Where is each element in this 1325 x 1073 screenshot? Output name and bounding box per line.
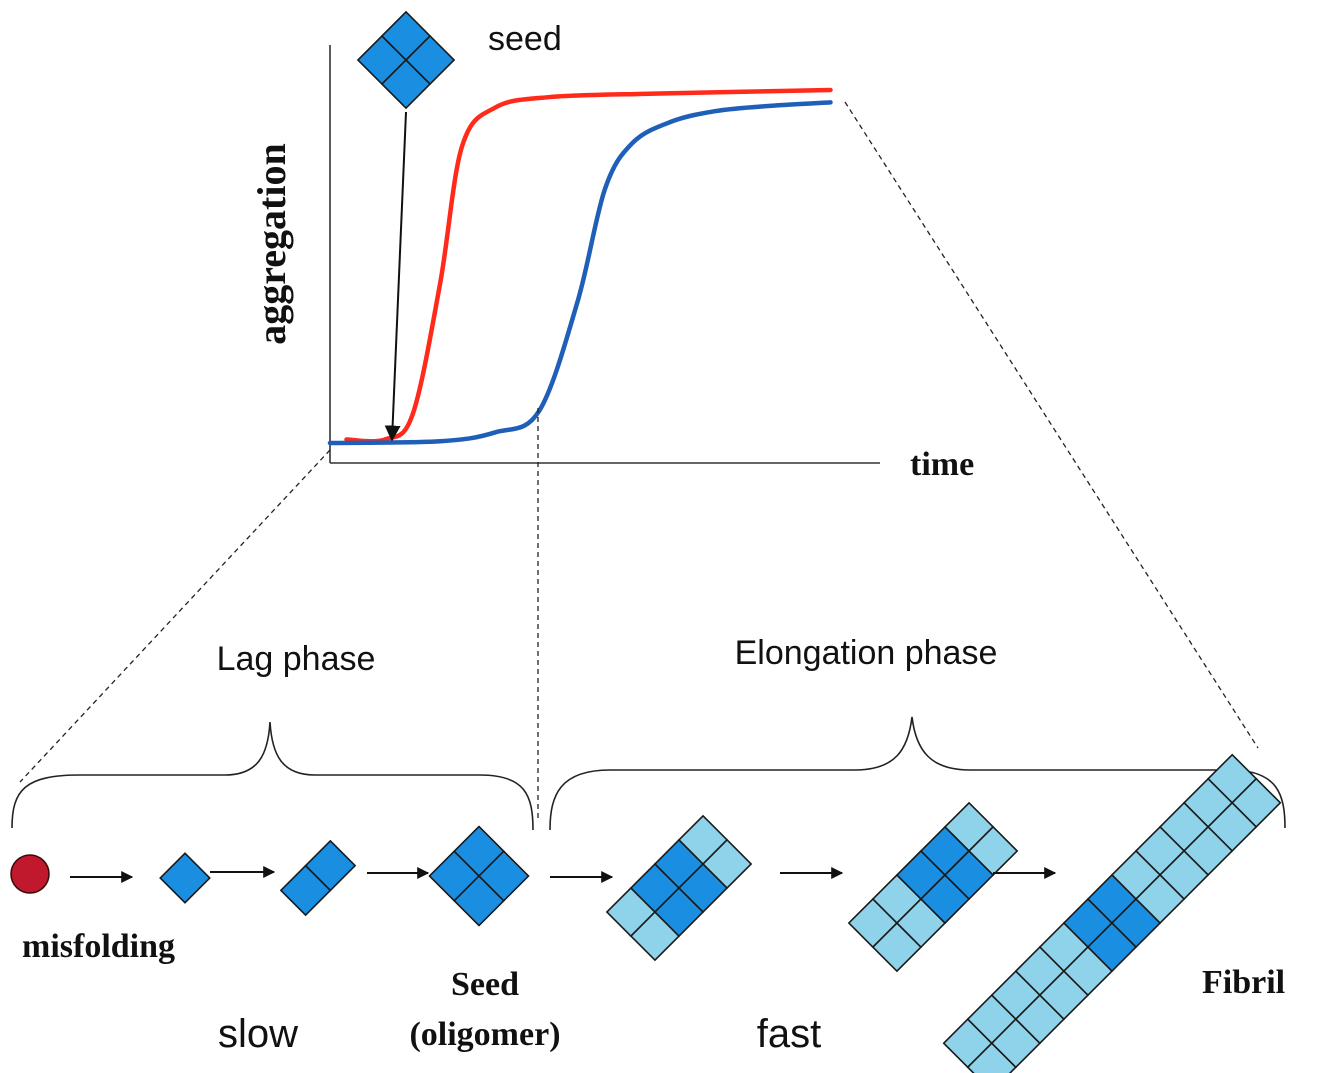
misfolded-monomer [10, 854, 50, 894]
curve-series-1 [344, 87, 833, 444]
seed-oligomer-block-cell [477, 850, 530, 902]
dimer-block-cell [304, 839, 357, 892]
lag-left-guide [19, 449, 331, 783]
monomer-block [159, 852, 211, 904]
y-axis-label: aggregation [249, 143, 294, 344]
seed-stage-label: Seed [451, 966, 519, 1003]
seed-block [356, 10, 456, 110]
lag-phase-brace [11, 721, 534, 831]
elongation-phase-brace [549, 716, 1286, 831]
growing-fibril-block [847, 801, 1019, 973]
elongation-right-guide [844, 101, 1259, 749]
seed-label: seed [488, 20, 562, 58]
chart-curves [327, 87, 833, 446]
early-fibril-block-cell [701, 838, 753, 890]
fibril-label: Fibril [1202, 964, 1285, 1001]
pathway-arrows [70, 866, 1057, 883]
misfolding-label: misfolding [22, 928, 175, 965]
slow-label: slow [218, 1012, 298, 1056]
growing-fibril-block-cell [967, 825, 1019, 877]
fibril-block [942, 753, 1282, 1073]
dimer-block [279, 839, 357, 917]
fibril-block-cell [1231, 777, 1282, 828]
seed-arrow [384, 111, 407, 442]
oligomer-stage-label: (oligomer) [409, 1016, 560, 1053]
seed-block-cell [404, 34, 456, 86]
early-fibril-block [605, 814, 753, 962]
x-axis-label: time [910, 446, 974, 483]
curve-series-2 [327, 100, 833, 446]
fast-label: fast [757, 1012, 821, 1056]
lag-phase-label: Lag phase [217, 640, 376, 678]
elongation-phase-label: Elongation phase [735, 634, 998, 672]
seed-oligomer-block [428, 825, 530, 927]
seed-icon [356, 10, 456, 110]
chart-axes [329, 45, 880, 464]
aggregation-pathway [159, 753, 1282, 1073]
monomer-block-cell [159, 852, 211, 904]
